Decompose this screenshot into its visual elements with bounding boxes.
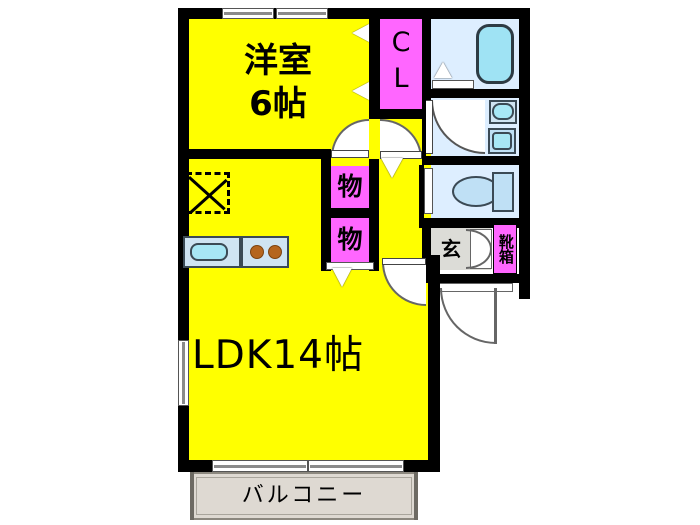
exterior-wall-top: [178, 8, 530, 19]
storage-upper-label: 物: [337, 171, 363, 201]
door-bath[interactable]: [432, 80, 474, 89]
window-balcony-right-mullion: [310, 465, 402, 468]
wall-genkan-bottom: [422, 274, 519, 283]
ldk-floor: [189, 159, 440, 460]
closet-cl-label-l: L: [393, 62, 409, 94]
wall-washitsu-bottom: [189, 149, 331, 159]
wall-bath-bottom: [431, 89, 519, 98]
wall-washitsu-cl: [369, 19, 380, 109]
wall-toilet-left: [419, 165, 424, 218]
door-washitsu-leaf[interactable]: [331, 150, 369, 158]
wall-ldk-right-upper: [428, 255, 440, 265]
ceiling-access-hatch: [186, 172, 230, 214]
genkan-label: 玄: [441, 236, 461, 261]
door-ldk-hall-leaf[interactable]: [382, 258, 426, 265]
wall-cl-bottom: [369, 109, 431, 119]
wall-washroom-bottom: [422, 156, 519, 165]
storage-upper: [331, 166, 369, 208]
wall-bath-left: [422, 19, 431, 98]
balcony-area: [190, 472, 418, 520]
storage-lower: [331, 218, 369, 262]
closet-door-marker-top[interactable]: [352, 24, 369, 42]
wall-ldk-right: [428, 255, 440, 472]
wash-basin: [492, 103, 514, 120]
closet-door-marker-bottom[interactable]: [352, 82, 369, 100]
shoebox-label: 靴箱: [496, 234, 515, 264]
closet-cl-label-c: C: [391, 26, 411, 58]
bath-vent-icon: [434, 62, 452, 78]
shoebox: [493, 224, 517, 274]
stove-burner-right: [268, 245, 282, 259]
balcony-rail-right: [414, 466, 418, 520]
window-washitsu-b-mullion: [278, 12, 326, 15]
wall-genkan-left: [422, 228, 431, 274]
wall-storage-middle: [321, 208, 379, 218]
exterior-wall-right: [519, 8, 530, 293]
washitsu-label-line2: 6帖: [249, 84, 307, 125]
toilet-tank: [492, 172, 514, 212]
entrance-door-leaf[interactable]: [494, 288, 497, 344]
storage-lower-label: 物: [337, 224, 363, 254]
wall-toilet-bottom: [419, 218, 519, 228]
window-washitsu-a-mullion: [224, 12, 272, 15]
washitsu-label-line1: 洋室: [244, 41, 312, 82]
wall-washroom-left: [422, 98, 426, 156]
exterior-wall-right-lower: [519, 285, 530, 299]
storage-door-marker[interactable]: [332, 268, 352, 287]
ldk-label: LDK14帖: [192, 332, 364, 378]
closet-cl: [380, 19, 422, 109]
balcony-inner-outline: [196, 477, 412, 515]
washer-inner: [492, 132, 512, 150]
window-ldk-left-mullion: [182, 342, 185, 404]
window-balcony-left-mullion: [214, 465, 306, 468]
kitchen-sink: [190, 243, 228, 261]
bathtub: [476, 24, 514, 84]
stove-burner-left: [250, 245, 264, 259]
door-washroom-leaf[interactable]: [425, 100, 433, 154]
door-toilet[interactable]: [424, 168, 433, 214]
balcony-label: バルコニー: [241, 483, 367, 509]
balcony-rail-left: [190, 466, 194, 520]
hall-door-marker[interactable]: [381, 158, 403, 178]
entrance-door-arc[interactable]: [440, 288, 496, 344]
